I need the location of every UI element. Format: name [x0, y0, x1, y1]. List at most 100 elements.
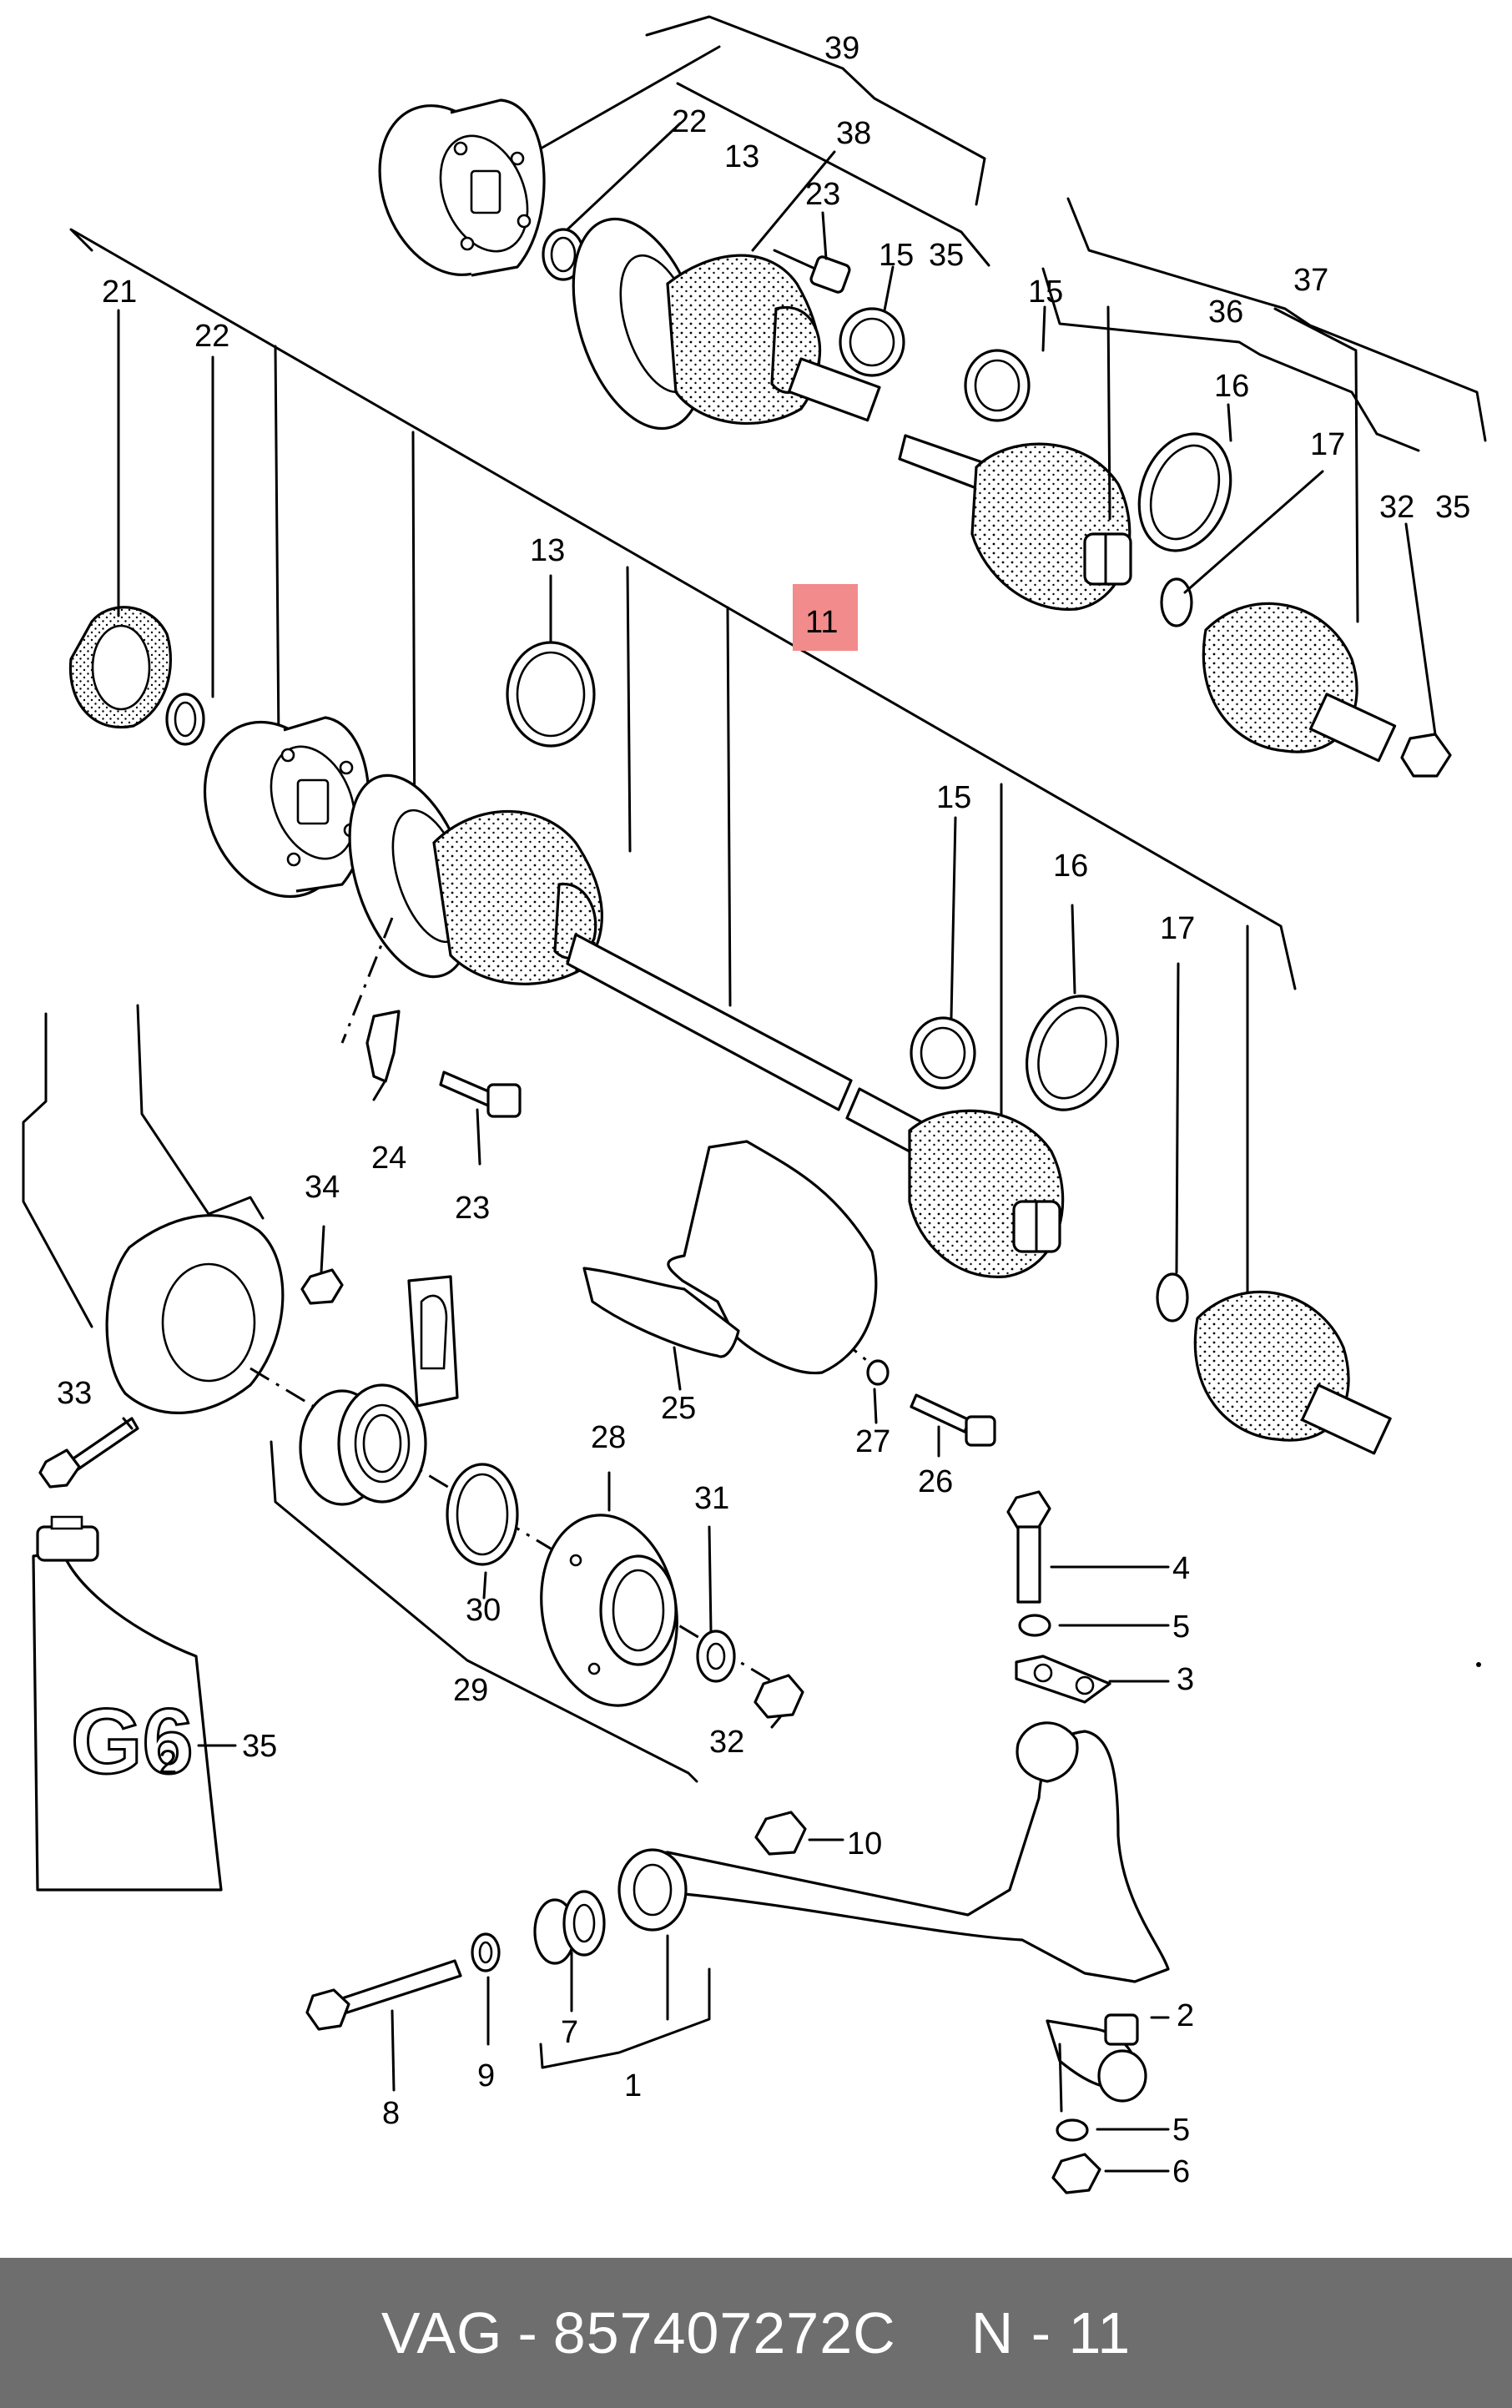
- callout-5: 5: [1172, 1610, 1190, 1645]
- wheel-hub-28: [540, 1514, 678, 1707]
- outer-cv-joint-lower: [1193, 1290, 1392, 1455]
- axle-shaft-upper: [898, 434, 1132, 611]
- clamp-15-lower: [910, 1016, 976, 1090]
- plate-3: [1015, 1655, 1170, 1704]
- nut-34: [300, 1268, 344, 1305]
- nut-10: [754, 1811, 844, 1856]
- callout-23: 23: [805, 177, 840, 212]
- callout-11-highlight: [793, 584, 858, 651]
- circlip-22-lower: [165, 693, 205, 746]
- grease-sachet: [407, 1275, 459, 1408]
- callout-39: 39: [824, 31, 859, 66]
- bolt-33: [38, 1417, 139, 1489]
- callout-labels: 39 22 13 38 23 15 35 21 22 15 37 36 16 1…: [57, 31, 1470, 2189]
- washer-27: [866, 1359, 890, 1386]
- grease-tube-label: G6: [71, 1690, 194, 1793]
- callout-36: 36: [1208, 295, 1243, 330]
- callout-32: 32: [1379, 490, 1414, 525]
- callout-5: 5: [1172, 2113, 1190, 2148]
- callout-7: 7: [561, 2015, 578, 2050]
- nut-32-lower: [753, 1674, 804, 1719]
- callout-38: 38: [836, 116, 871, 151]
- wheel-bearing: [299, 1383, 427, 1506]
- callout-2: 2: [1177, 1998, 1194, 2033]
- callout-34: 34: [305, 1170, 340, 1205]
- bolt-8: [305, 1959, 462, 2031]
- callout-1: 1: [624, 2068, 642, 2103]
- callout-32: 32: [709, 1725, 744, 1760]
- callout-23: 23: [455, 1191, 490, 1226]
- heat-shield-25: [582, 1140, 878, 1391]
- stray-dot: [1476, 1662, 1481, 1667]
- cv-joint-housing-upper: [378, 98, 546, 277]
- bolt-23-lower: [439, 1071, 522, 1118]
- callout-8: 8: [382, 2096, 400, 2131]
- rubber-boot-upper: [666, 254, 881, 425]
- exploded-parts-diagram: G6 2: [22, 15, 1487, 2194]
- callout-30: 30: [466, 1593, 501, 1628]
- callout-21: 21: [102, 275, 137, 310]
- steering-knuckle: [22, 1004, 285, 1414]
- clamp-16-lower: [1025, 995, 1120, 1111]
- callout-35: 35: [242, 1729, 277, 1764]
- callout-11: 11: [805, 605, 838, 640]
- callout-15: 15: [879, 238, 914, 273]
- clamp-13-lower: [506, 641, 596, 748]
- circlip-30: [446, 1463, 519, 1566]
- clamp-15-upper: [839, 307, 905, 377]
- cv-joint-housing-lower: [203, 716, 370, 899]
- control-arm-assembly: [305, 1490, 1170, 2194]
- callout-15: 15: [936, 780, 971, 815]
- bolt-26: [873, 1388, 996, 1458]
- lock-plate-24: [365, 1010, 401, 1083]
- callout-37: 37: [1293, 263, 1328, 298]
- footer-bar: VAG - 857407272C N - 11: [0, 2258, 1512, 2408]
- bolt-4: [1006, 1490, 1170, 1604]
- callout-31: 31: [694, 1481, 729, 1516]
- circlip-17-lower: [1156, 1272, 1189, 1322]
- callout-13: 13: [530, 533, 565, 568]
- joint-flange-lower: [348, 773, 473, 979]
- circlip-upper: [542, 228, 585, 281]
- circlip-17-upper: [1160, 577, 1193, 627]
- washer-31: [696, 1630, 736, 1683]
- washer-9: [471, 1932, 501, 1972]
- washer-5-upper: [1018, 1614, 1170, 1637]
- callout-4: 4: [1172, 1551, 1190, 1586]
- bushing-7: [533, 1890, 606, 1965]
- gasket-21: [68, 606, 173, 729]
- callout-17: 17: [1310, 427, 1345, 462]
- callout-33: 33: [57, 1376, 92, 1411]
- callout-35: 35: [929, 238, 964, 273]
- callout-24: 24: [371, 1141, 406, 1176]
- callout-28: 28: [591, 1420, 626, 1455]
- bolt-upper: [773, 249, 851, 294]
- clamp-16-upper: [1137, 432, 1232, 552]
- wheel-hub-assembly: [22, 917, 877, 1783]
- callout-3: 3: [1177, 1662, 1194, 1697]
- washer-5-lower: [1056, 2118, 1170, 2142]
- callout-10: 10: [847, 1826, 882, 1861]
- footer-page: N - 11: [970, 2300, 1131, 2365]
- grease-tube: [32, 1515, 237, 1892]
- callout-35: 35: [1435, 490, 1470, 525]
- callout-22: 22: [194, 319, 229, 354]
- footer-brand: VAG: [381, 2300, 503, 2365]
- footer-dash: -: [517, 2300, 538, 2365]
- nut-6: [1051, 2153, 1170, 2194]
- upper-cv-joint-assembly: [378, 15, 1487, 778]
- callout-26: 26: [918, 1464, 953, 1499]
- grease-tube-sub: 2: [159, 1744, 177, 1781]
- main-drive-shaft-assembly: [68, 228, 1392, 1455]
- footer-part-number: 857407272C: [552, 2300, 896, 2365]
- callout-15: 15: [1028, 275, 1063, 310]
- clamp-15-right: [964, 349, 1031, 422]
- callout-16: 16: [1053, 849, 1088, 884]
- callout-27: 27: [855, 1424, 890, 1459]
- callout-16: 16: [1214, 369, 1249, 404]
- callout-9: 9: [477, 2058, 495, 2093]
- callout-13: 13: [724, 139, 759, 174]
- callout-17: 17: [1160, 911, 1195, 946]
- callout-29: 29: [453, 1673, 488, 1708]
- axle-shaft-lower: [566, 933, 1065, 1278]
